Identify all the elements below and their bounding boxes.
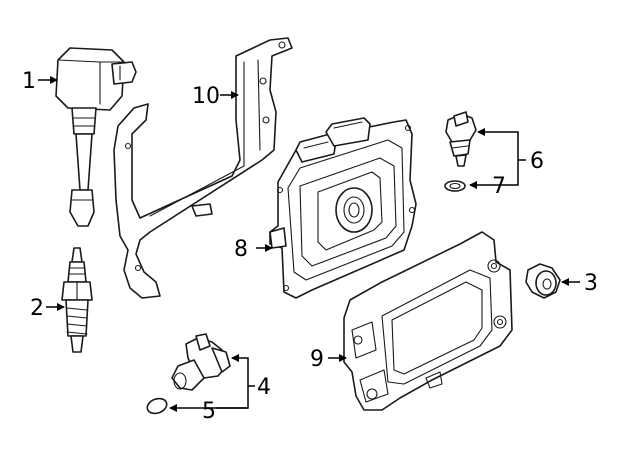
callout-2: 2 [30, 296, 44, 321]
ignition-coil [55, 47, 137, 227]
callout-6: 6 [530, 149, 544, 174]
mounting-bracket [113, 37, 293, 299]
engine-control-module [269, 117, 417, 299]
knock-sensor [525, 263, 561, 299]
callout-10: 10 [192, 84, 220, 109]
ecm-mounting-bracket [343, 231, 513, 411]
o-ring-bottom [146, 397, 168, 415]
callout-5: 5 [202, 399, 216, 424]
callout-1: 1 [22, 69, 36, 94]
callout-7: 7 [492, 174, 506, 199]
spark-plug [61, 247, 93, 353]
sensor-bottom [171, 333, 231, 391]
o-ring-small [444, 180, 466, 192]
leader-lines [38, 76, 580, 412]
callout-4: 4 [257, 375, 271, 400]
callout-8: 8 [234, 237, 248, 262]
sensor-top-right [445, 111, 477, 167]
callout-3: 3 [584, 271, 598, 296]
callout-9: 9 [310, 347, 324, 372]
